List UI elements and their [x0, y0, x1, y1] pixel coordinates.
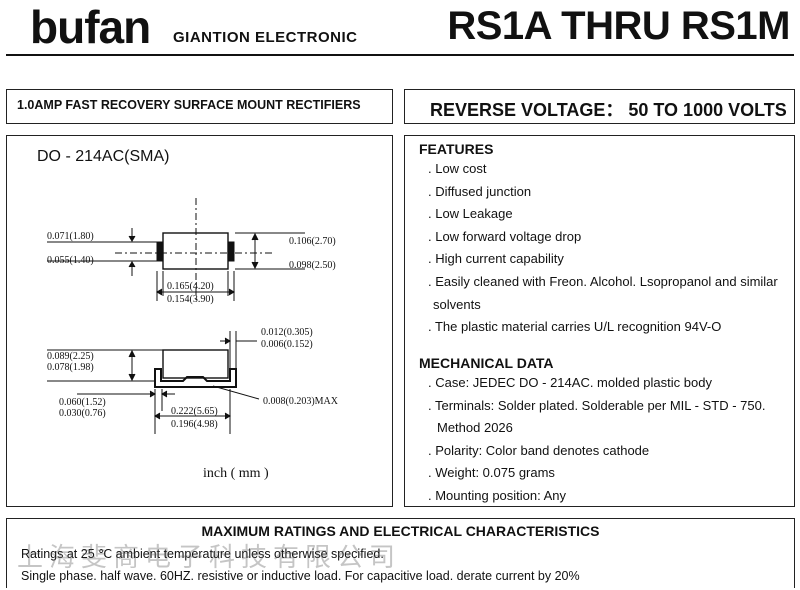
- package-outline-drawing: 0.071(1.80) 0.055(1.40) 0.106(2.70) 0.09…: [47, 198, 339, 434]
- mechanical-list: . Case: JEDEC DO - 214AC. molded plastic…: [419, 372, 779, 508]
- dim-f-top: 0.060(1.52): [59, 397, 106, 408]
- feature-item: . Low Leakage: [428, 206, 513, 222]
- dim-h-bot: 0.196(4.98): [171, 419, 218, 430]
- dim-h-top: 0.222(5.65): [171, 406, 218, 417]
- dim-e-bot: 0.078(1.98): [47, 362, 94, 373]
- dim-g: 0.008(0.203)MAX: [263, 396, 339, 407]
- dim-e-top: 0.089(2.25): [47, 351, 94, 362]
- dim-c-top: 0.165(4.20): [167, 281, 214, 292]
- ratings-line-1: Ratings at 25 ℃ ambient temperature unle…: [21, 547, 384, 561]
- mechanical-item: . Weight: 0.075 grams: [428, 465, 555, 481]
- dim-f-bot: 0.030(0.76): [59, 408, 106, 419]
- header-rule: [6, 54, 794, 56]
- ratings-line-2: Single phase. half wave. 60HZ. resistive…: [21, 569, 580, 583]
- package-drawing-panel: DO - 214AC(SMA) inch ( mm ): [6, 135, 393, 507]
- company-watermark: 上海斐商电子科技有限公司: [17, 543, 402, 573]
- mechanical-item: . Terminals: Solder plated. Solderable p…: [428, 397, 766, 413]
- features-list: . Low cost . Diffused junction . Low Lea…: [419, 158, 779, 339]
- dim-b-bot: 0.098(2.50): [289, 260, 336, 271]
- reverse-voltage: REVERSE VOLTAGE： 50 TO 1000 VOLTS: [430, 100, 787, 120]
- feature-item: solvents: [433, 296, 481, 312]
- feature-item: . Diffused junction: [428, 183, 532, 199]
- feature-item: . Easily cleaned with Freon. Alcohol. Ls…: [428, 273, 778, 289]
- mechanical-item: . Case: JEDEC DO - 214AC. molded plastic…: [428, 375, 712, 390]
- dim-d-bot: 0.006(0.152): [261, 339, 313, 350]
- mechanical-title: MECHANICAL DATA: [419, 355, 554, 371]
- ratings-title: MAXIMUM RATINGS AND ELECTRICAL CHARACTER…: [201, 523, 600, 539]
- feature-item: . Low cost: [428, 161, 487, 176]
- mechanical-item: . Polarity: Color band denotes cathode: [428, 442, 650, 458]
- package-name: DO - 214AC(SMA): [37, 148, 170, 165]
- part-number-title: RS1A THRU RS1M: [447, 4, 790, 48]
- reverse-voltage-box: REVERSE VOLTAGE： 50 TO 1000 VOLTS: [404, 89, 795, 124]
- brand-logo: bufan: [30, 1, 151, 53]
- dim-a-bot: 0.055(1.40): [47, 255, 94, 266]
- brand-subtitle: GIANTION ELECTRONIC: [173, 29, 358, 46]
- units-label: inch ( mm ): [203, 466, 269, 481]
- mechanical-item: Method 2026: [437, 420, 513, 436]
- dim-a-top: 0.071(1.80): [47, 231, 94, 242]
- dim-c-bot: 0.154(3.90): [167, 294, 214, 305]
- feature-item: . Low forward voltage drop: [428, 228, 582, 244]
- product-description: 1.0AMP FAST RECOVERY SURFACE MOUNT RECTI…: [17, 98, 361, 112]
- dim-b-top: 0.106(2.70): [289, 236, 336, 247]
- features-panel: FEATURES . Low cost . Diffused junction …: [404, 135, 795, 507]
- description-box: 1.0AMP FAST RECOVERY SURFACE MOUNT RECTI…: [6, 89, 393, 124]
- feature-item: . The plastic material carries U/L recog…: [428, 319, 722, 335]
- ratings-panel: MAXIMUM RATINGS AND ELECTRICAL CHARACTER…: [6, 518, 795, 588]
- feature-item: . High current capability: [428, 251, 564, 267]
- dim-d-top: 0.012(0.305): [261, 327, 313, 338]
- features-title: FEATURES: [419, 141, 494, 157]
- mechanical-item: . Mounting position: Any: [428, 487, 567, 503]
